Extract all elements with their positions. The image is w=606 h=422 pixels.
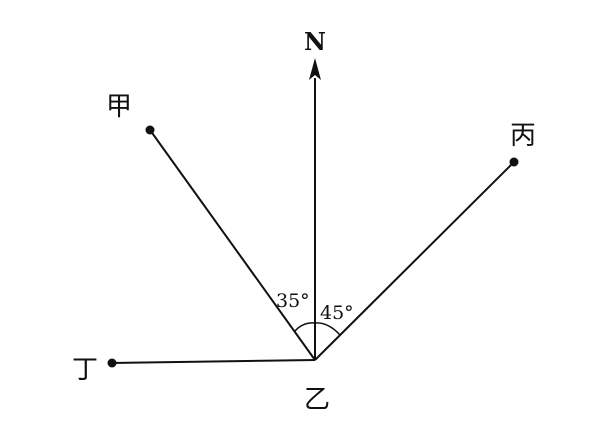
north-arrowhead: [309, 58, 321, 80]
ray-to-jia: [149, 129, 316, 361]
angle-label-35: 35°: [276, 290, 310, 312]
label-yi: 乙: [304, 385, 330, 415]
point-bing: [509, 157, 519, 167]
ray-to-ding: [111, 359, 316, 364]
label-ding: 丁: [72, 355, 98, 385]
angle-label-45: 45°: [320, 302, 354, 324]
ray-to-bing: [314, 161, 515, 361]
point-jia: [145, 125, 155, 135]
label-jia: 甲: [106, 92, 132, 122]
point-ding: [107, 358, 117, 368]
label-bing: 丙: [510, 121, 536, 151]
angle-arc-35: [294, 322, 316, 332]
label-north: N: [304, 27, 326, 56]
angle-arc-45: [314, 322, 341, 336]
